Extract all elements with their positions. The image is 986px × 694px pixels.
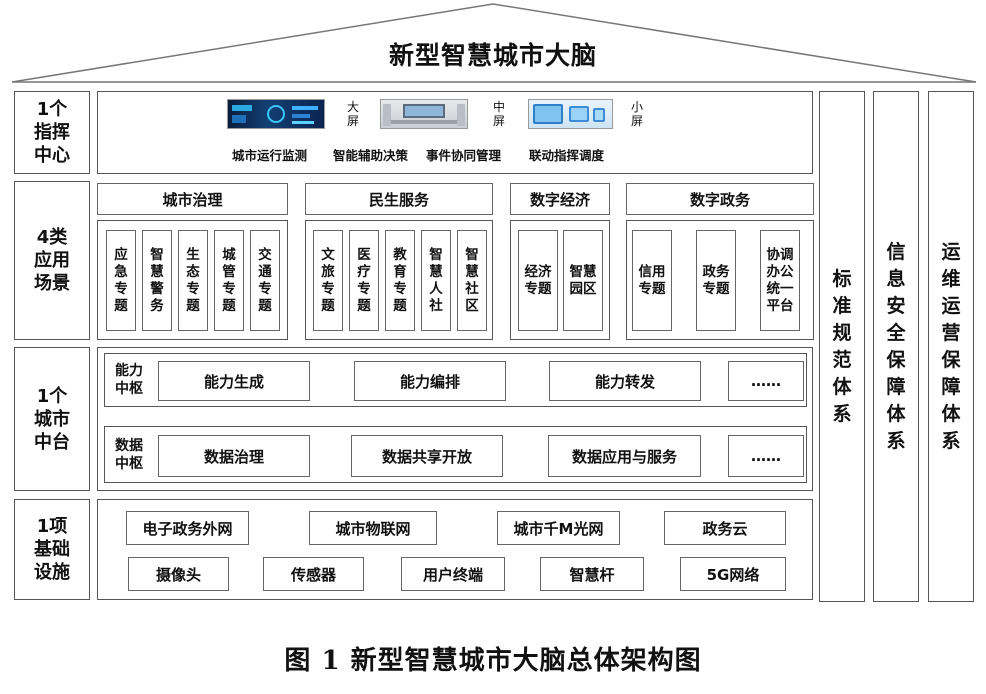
function-city-monitoring: 城市运行监测 <box>232 148 308 163</box>
topic-economy: 经济 专题 <box>518 230 558 331</box>
ability-orchestration: 能力编排 <box>354 361 506 401</box>
urban-governance-group <box>97 220 288 340</box>
category-digital-economy: 数字经济 <box>510 183 610 215</box>
topic-transportation: 交 通 专 题 <box>250 230 280 331</box>
data-application-service: 数据应用与服务 <box>548 435 701 477</box>
medium-screen-label: 中 屏 <box>492 100 505 128</box>
topic-unified-office-platform: 协调 办公 统一 平台 <box>760 230 800 331</box>
category-livelihood-services: 民生服务 <box>305 183 493 215</box>
livelihood-group <box>305 220 493 340</box>
pillar-info-security: 信 息 安 全 保 障 体 系 <box>873 91 919 602</box>
ability-forwarding: 能力转发 <box>549 361 701 401</box>
topic-smart-park: 智慧 园区 <box>563 230 603 331</box>
infra-user-terminal: 用户终端 <box>401 557 505 591</box>
topic-culture-tourism: 文 旅 专 题 <box>313 230 343 331</box>
infra-gov-cloud: 政务云 <box>664 511 786 545</box>
topic-education: 教 育 专 题 <box>385 230 415 331</box>
topic-city-management: 城 管 专 题 <box>214 230 244 331</box>
pillar-operations: 运 维 运 营 保 障 体 系 <box>928 91 974 602</box>
row-label-city-platform: 1个 城市 中台 <box>14 347 90 491</box>
small-screen-image <box>528 99 613 129</box>
topic-emergency: 应 急 专 题 <box>106 230 136 331</box>
city-platform-panel <box>97 347 813 491</box>
data-hub-row <box>104 426 807 483</box>
small-screen-label: 小 屏 <box>630 100 643 128</box>
ability-more: …… <box>728 361 804 401</box>
row-label-infrastructure: 1项 基础 设施 <box>14 499 90 600</box>
infra-city-iot: 城市物联网 <box>309 511 437 545</box>
function-decision-support: 智能辅助决策 <box>333 148 409 163</box>
figure-caption: 图 1 新型智慧城市大脑总体架构图 <box>284 646 702 676</box>
ability-hub-label: 能力 中枢 <box>115 363 143 397</box>
data-governance: 数据治理 <box>158 435 310 477</box>
ability-generation: 能力生成 <box>158 361 310 401</box>
data-hub-label: 数据 中枢 <box>115 438 143 472</box>
topic-credit: 信用 专题 <box>632 230 672 331</box>
infra-5g-network: 5G网络 <box>680 557 786 591</box>
topic-gov-affairs: 政务 专题 <box>696 230 736 331</box>
roof-outline <box>11 3 977 83</box>
infra-gigabit-optical: 城市千M光网 <box>497 511 620 545</box>
economy-group <box>510 220 610 340</box>
row-label-command-center: 1个 指挥 中心 <box>14 91 90 174</box>
topic-human-resources: 智 慧 人 社 <box>421 230 451 331</box>
data-sharing-open: 数据共享开放 <box>351 435 503 477</box>
infrastructure-panel <box>97 499 813 600</box>
page-title: 新型智慧城市大脑 <box>388 41 597 70</box>
function-linked-dispatch: 联动指挥调度 <box>529 148 605 163</box>
topic-smart-policing: 智 慧 警 务 <box>142 230 172 331</box>
function-event-coordination: 事件协同管理 <box>426 148 502 163</box>
command-center-panel <box>97 91 813 174</box>
ability-hub-row <box>104 353 807 407</box>
infra-smart-pole: 智慧杆 <box>540 557 644 591</box>
category-urban-governance: 城市治理 <box>97 183 288 215</box>
topic-smart-community: 智 慧 社 区 <box>457 230 487 331</box>
infra-sensor: 传感器 <box>263 557 364 591</box>
infra-gov-extranet: 电子政务外网 <box>126 511 249 545</box>
data-more: …… <box>728 435 804 477</box>
pillar-standards: 标 准 规 范 体 系 <box>819 91 865 602</box>
topic-ecology: 生 态 专 题 <box>178 230 208 331</box>
large-screen-label: 大 屏 <box>346 100 359 128</box>
row-label-app-scenarios: 4类 应用 场景 <box>14 181 90 340</box>
infra-camera: 摄像头 <box>128 557 229 591</box>
category-digital-gov-affairs: 数字政务 <box>626 183 814 215</box>
gov-affairs-group <box>626 220 814 340</box>
topic-healthcare: 医 疗 专 题 <box>349 230 379 331</box>
large-screen-image <box>227 99 325 129</box>
medium-screen-image <box>380 99 468 129</box>
